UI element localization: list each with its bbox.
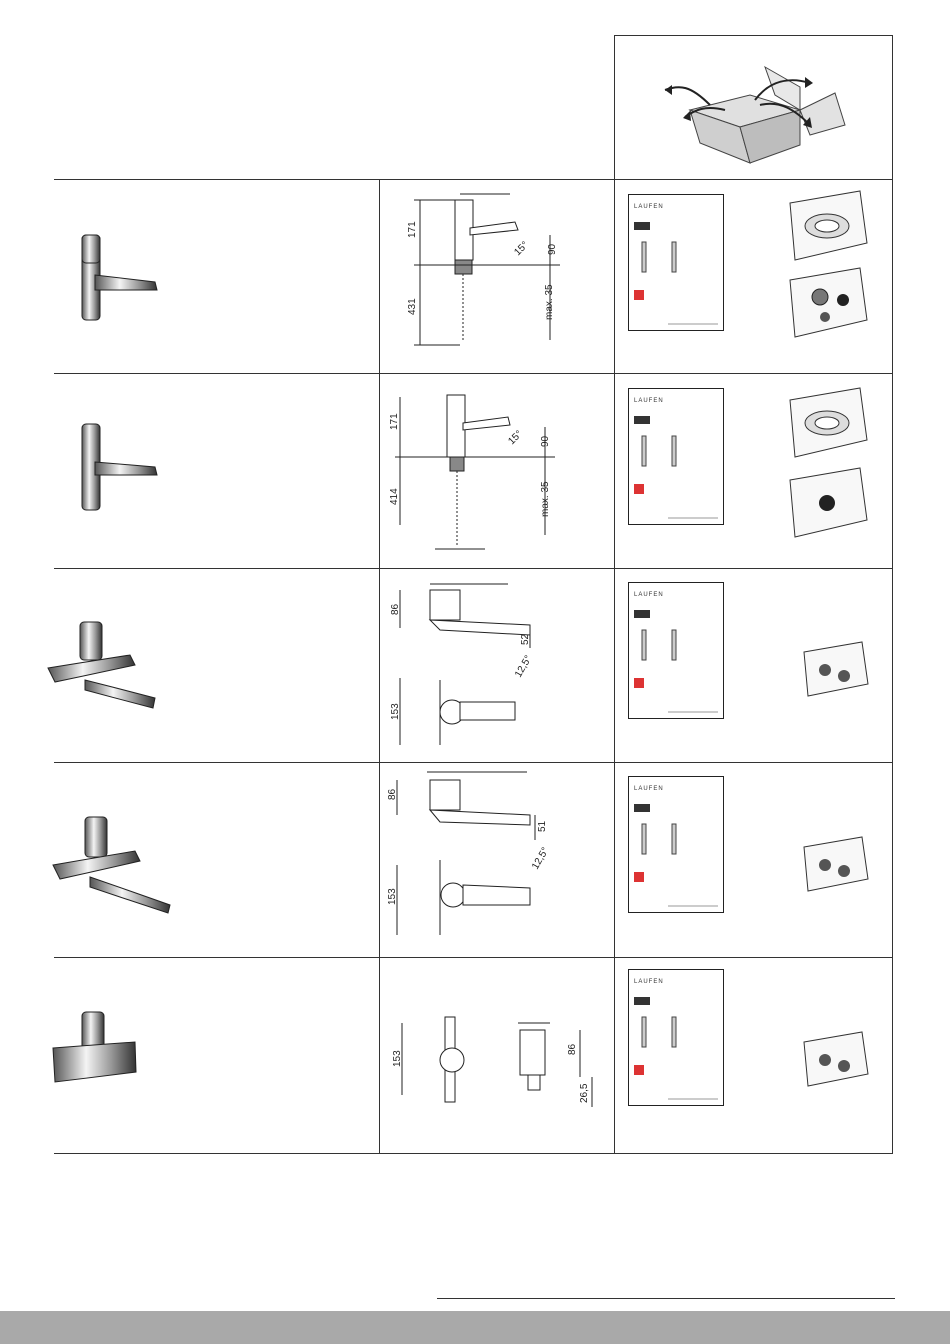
- grid-line: [54, 1153, 893, 1154]
- brand-label: LAUFEN: [634, 592, 664, 598]
- dimension-drawing: 153 86 26,5: [390, 1015, 600, 1115]
- dim-label: 153: [387, 888, 398, 905]
- grid-line: [54, 762, 893, 763]
- dim-label: max. 35: [544, 284, 555, 320]
- accessory-bag: [785, 188, 870, 264]
- manual-booklet: LAUFEN: [628, 582, 724, 719]
- dim-label: 171: [389, 413, 400, 430]
- dimension-drawing: 86 51 12,5° 153: [385, 770, 565, 945]
- accessory-bag: [785, 465, 870, 541]
- dim-label: 26,5: [579, 1083, 590, 1103]
- brand-label: LAUFEN: [634, 979, 664, 985]
- brand-label: LAUFEN: [634, 786, 664, 792]
- grid-line: [379, 179, 380, 1154]
- grid-line: [892, 35, 893, 1154]
- dimension-drawing: 86 52 12,5° 153: [390, 580, 550, 750]
- grid-line: [54, 373, 893, 374]
- grid-line: [54, 568, 893, 569]
- dim-label: max. 35: [540, 481, 551, 517]
- dim-label: 86: [390, 603, 401, 615]
- manual-booklet: LAUFEN: [628, 776, 724, 913]
- accessory-bag: [800, 1030, 870, 1090]
- dim-label: 153: [392, 1050, 403, 1067]
- faucet-product-image: [50, 815, 175, 915]
- footer-bar: [0, 1311, 950, 1344]
- grid-line: [54, 179, 893, 180]
- grid-line: [54, 957, 893, 958]
- accessory-bag: [785, 265, 870, 341]
- grid-line: [614, 35, 615, 1154]
- manual-booklet: LAUFEN: [628, 388, 724, 525]
- manual-booklet: LAUFEN: [628, 194, 724, 331]
- grid-line: [614, 35, 893, 36]
- dim-label: 12,5°: [530, 846, 551, 872]
- dimension-drawing: 171 90 414 15° max. 35: [395, 385, 595, 555]
- brand-label: LAUFEN: [634, 398, 664, 404]
- dim-label: 90: [547, 243, 558, 255]
- dim-label: 414: [389, 488, 400, 505]
- dimension-drawing: 171 90 431 15° max. 35: [400, 190, 600, 365]
- accessory-bag: [800, 640, 870, 700]
- dim-label: 12,5°: [513, 654, 534, 680]
- dim-label: 15°: [506, 429, 524, 447]
- dim-label: 171: [407, 221, 418, 238]
- dim-label: 153: [390, 703, 401, 720]
- faucet-product-image: [50, 1010, 140, 1085]
- brand-label: LAUFEN: [634, 204, 664, 210]
- accessory-bag: [800, 835, 870, 895]
- open-box-illustration: [650, 55, 860, 175]
- dim-label: 52: [520, 633, 531, 645]
- footer-rule: [437, 1298, 895, 1299]
- faucet-product-image: [75, 230, 165, 322]
- accessory-bag: [785, 385, 870, 461]
- dim-label: 51: [537, 820, 548, 832]
- faucet-product-image: [45, 620, 165, 715]
- dim-label: 90: [540, 435, 551, 447]
- dim-label: 15°: [512, 240, 530, 258]
- faucet-product-image: [75, 422, 165, 514]
- manual-booklet: LAUFEN: [628, 969, 724, 1106]
- dim-label: 86: [567, 1043, 578, 1055]
- dim-label: 86: [387, 788, 398, 800]
- dim-label: 431: [407, 298, 418, 315]
